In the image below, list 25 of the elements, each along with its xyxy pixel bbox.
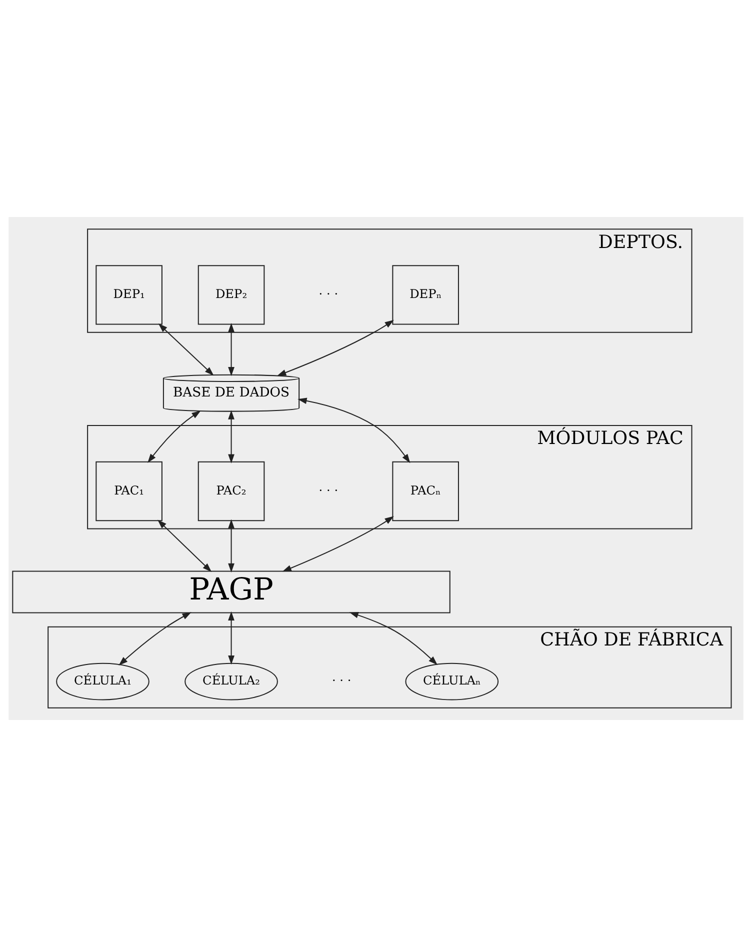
- node-box: DEP₂: [198, 265, 265, 325]
- arrow: [148, 410, 201, 463]
- node-ellipse: CÉLULAₙ: [405, 662, 499, 700]
- node-box: DEPₙ: [392, 265, 459, 325]
- arrow: [118, 612, 192, 666]
- node-box: PAC₂: [198, 461, 265, 522]
- arrow: [228, 519, 234, 572]
- arrow: [228, 611, 234, 665]
- arrow: [158, 323, 214, 376]
- label: · · ·: [318, 483, 338, 498]
- label: · · ·: [332, 674, 352, 688]
- arrow: [277, 320, 394, 376]
- arrow: [298, 398, 410, 464]
- arrow: [228, 410, 234, 464]
- arrow: [349, 612, 438, 666]
- arrow: [282, 516, 394, 572]
- node-box: PACₙ: [392, 461, 459, 522]
- arrow: [228, 323, 234, 376]
- node-box: PAGP: [12, 570, 450, 614]
- node-ellipse: CÉLULA₂: [184, 662, 278, 700]
- label: · · ·: [318, 287, 338, 302]
- node-ellipse: CÉLULA₁: [56, 662, 150, 700]
- node-box: PAC₁: [96, 461, 162, 522]
- node-box: DEP₁: [96, 265, 162, 325]
- arrow: [158, 520, 212, 572]
